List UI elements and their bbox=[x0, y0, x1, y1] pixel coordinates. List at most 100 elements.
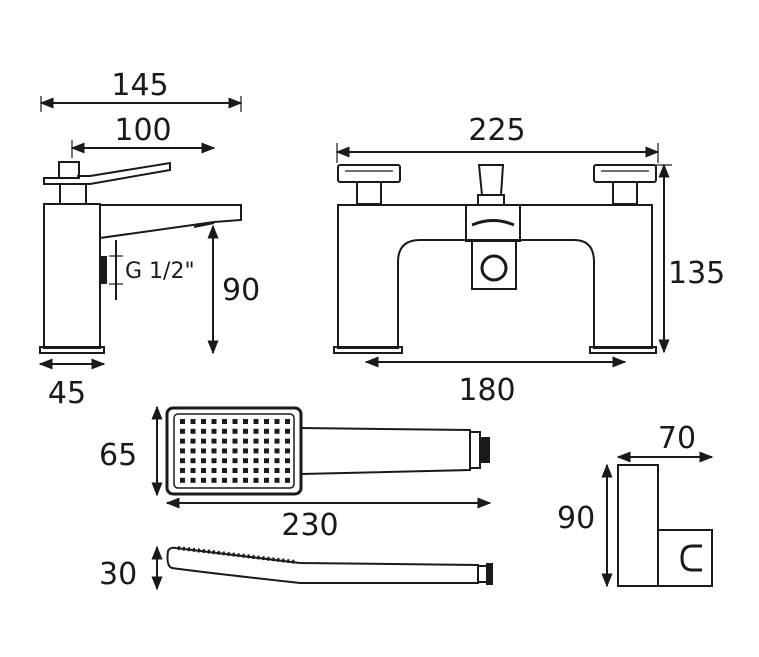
left-handle-top bbox=[337, 164, 401, 183]
dim-front-total: 225 bbox=[468, 113, 525, 148]
nozzle bbox=[201, 419, 206, 424]
nozzle bbox=[274, 477, 280, 483]
nozzle-grid bbox=[180, 419, 290, 483]
nozzle bbox=[264, 477, 269, 483]
nozzle bbox=[253, 458, 259, 464]
nozzle bbox=[253, 428, 259, 434]
nozzle bbox=[201, 438, 206, 444]
tap-body bbox=[43, 203, 101, 349]
dim-holder-height: 90 bbox=[557, 501, 595, 536]
nozzle bbox=[211, 458, 217, 464]
holder-bracket bbox=[658, 529, 713, 587]
nozzle bbox=[222, 448, 227, 454]
nozzle bbox=[274, 458, 280, 464]
nozzle bbox=[201, 458, 206, 464]
nozzle bbox=[253, 448, 259, 454]
nozzle bbox=[285, 458, 290, 464]
nozzle bbox=[211, 428, 217, 434]
handset-top-view: 65 230 bbox=[99, 405, 492, 543]
handset-profile bbox=[166, 546, 479, 584]
nozzle bbox=[264, 448, 269, 454]
nozzle bbox=[232, 428, 238, 434]
nozzle bbox=[222, 428, 227, 434]
nozzle bbox=[211, 468, 217, 473]
nozzle bbox=[264, 468, 269, 473]
dim-holder-width: 70 bbox=[658, 421, 696, 456]
nozzle bbox=[232, 448, 238, 454]
handle-cap bbox=[58, 161, 80, 179]
nozzle bbox=[274, 468, 280, 473]
nozzle bbox=[190, 468, 196, 473]
nozzle bbox=[264, 419, 269, 424]
hose-thread bbox=[480, 437, 490, 463]
nozzle bbox=[285, 419, 290, 424]
nozzle bbox=[201, 448, 206, 454]
wall-holder: 70 90 bbox=[557, 421, 714, 588]
nozzle bbox=[180, 477, 185, 483]
spout bbox=[99, 204, 242, 239]
right-base-plate bbox=[589, 346, 657, 354]
spray-face-inner bbox=[173, 413, 295, 489]
nozzle bbox=[211, 477, 217, 483]
shower-outlet-block bbox=[471, 240, 517, 290]
hose-connector bbox=[469, 431, 481, 469]
dim-side-base: 45 bbox=[48, 376, 86, 411]
nozzle bbox=[253, 419, 259, 424]
dim-handset-height: 65 bbox=[99, 438, 137, 473]
nozzle bbox=[274, 448, 280, 454]
holder-hook bbox=[680, 544, 702, 572]
nozzle bbox=[211, 419, 217, 424]
bridge-body bbox=[337, 204, 653, 349]
nozzle bbox=[264, 428, 269, 434]
nozzle bbox=[222, 419, 227, 424]
nozzle bbox=[190, 477, 196, 483]
nozzle bbox=[190, 438, 196, 444]
left-handle-stem bbox=[356, 181, 382, 205]
nozzle bbox=[253, 477, 259, 483]
handset-side-view: 30 bbox=[99, 545, 493, 592]
side-hose-thread bbox=[486, 563, 493, 585]
nozzle bbox=[285, 448, 290, 454]
nozzle bbox=[222, 458, 227, 464]
nozzle bbox=[285, 438, 290, 444]
nozzle bbox=[190, 428, 196, 434]
spray-face-outer bbox=[165, 406, 303, 496]
base-plate bbox=[39, 346, 105, 354]
nozzle bbox=[232, 468, 238, 473]
nozzle bbox=[253, 438, 259, 444]
side-view: 145 100 G 1/2" 90 45 bbox=[38, 68, 260, 411]
nozzle bbox=[243, 468, 248, 473]
holder-plate bbox=[617, 464, 659, 587]
thread-label: G 1/2" bbox=[125, 259, 195, 284]
dim-front-base: 180 bbox=[458, 373, 515, 408]
lever-handle bbox=[43, 161, 171, 185]
nozzle bbox=[243, 477, 248, 483]
handle-stem bbox=[59, 183, 87, 205]
nozzle bbox=[201, 468, 206, 473]
nozzle bbox=[222, 468, 227, 473]
nozzle bbox=[285, 468, 290, 473]
nozzle bbox=[201, 477, 206, 483]
front-view: 225 135 180 bbox=[333, 113, 725, 408]
nozzle bbox=[285, 477, 290, 483]
dim-side-spout: 100 bbox=[114, 113, 171, 148]
spout-outlet bbox=[471, 219, 515, 227]
nozzle bbox=[180, 448, 185, 454]
nozzle bbox=[222, 438, 227, 444]
nozzle bbox=[180, 458, 185, 464]
nozzle bbox=[243, 448, 248, 454]
nozzle bbox=[274, 419, 280, 424]
inlet-connector bbox=[100, 256, 107, 284]
dim-side-height: 90 bbox=[222, 273, 260, 308]
nozzle bbox=[180, 428, 185, 434]
nozzle bbox=[222, 477, 227, 483]
nozzle bbox=[264, 458, 269, 464]
right-handle-top bbox=[593, 164, 657, 183]
shower-outlet-ring bbox=[480, 254, 508, 282]
nozzle bbox=[211, 438, 217, 444]
nozzle bbox=[232, 419, 238, 424]
nozzle bbox=[180, 468, 185, 473]
nozzle bbox=[243, 428, 248, 434]
nozzle bbox=[190, 458, 196, 464]
nozzle bbox=[253, 468, 259, 473]
